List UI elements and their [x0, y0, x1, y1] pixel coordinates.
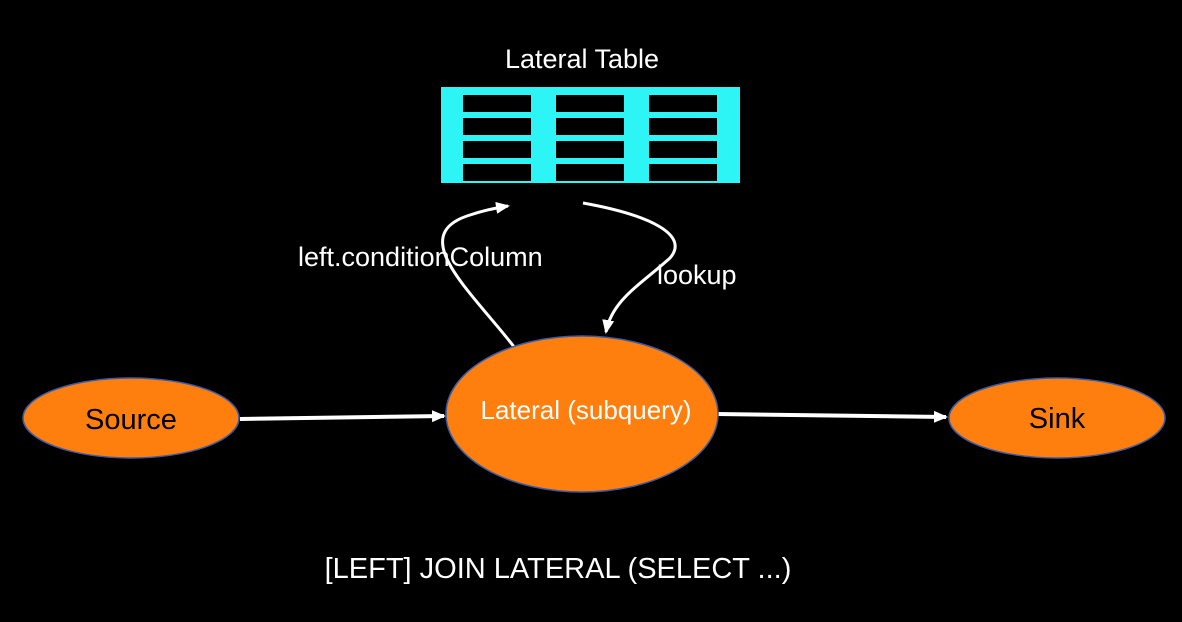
sink-label: Sink: [1029, 403, 1086, 435]
sink-node: Sink: [948, 377, 1166, 459]
table-cell: [556, 95, 624, 112]
lateral-table-cells: [463, 95, 717, 181]
table-cell: [556, 118, 624, 135]
source-label: Source: [85, 404, 177, 436]
table-cell: [463, 118, 531, 135]
table-cell: [649, 141, 717, 158]
table-cell: [463, 141, 531, 158]
lateral-label: Lateral (subquery): [481, 395, 692, 425]
source-ellipse: [22, 377, 240, 459]
lateral-to-sink-arrow: [716, 410, 948, 423]
table-cell: [556, 164, 624, 181]
lookup-label: lookup: [657, 260, 737, 290]
source-to-lateral-arrow: [239, 410, 446, 423]
table-cell: [463, 95, 531, 112]
table-cell: [556, 141, 624, 158]
table-cell: [649, 118, 717, 135]
lateral-ellipse: [445, 335, 719, 493]
lateral-node: Lateral (subquery): [445, 335, 719, 493]
sink-ellipse: [948, 377, 1166, 459]
lateral-table-title: Lateral Table: [505, 44, 659, 74]
table-cell: [649, 164, 717, 181]
lookup-arrow: [582, 201, 677, 334]
condition-column-label: left.conditionColumn: [298, 242, 543, 272]
lateral-table-icon: [441, 87, 740, 183]
table-cell: [649, 95, 717, 112]
table-cell: [463, 164, 531, 181]
source-node: Source: [22, 377, 240, 459]
diagram-caption: [LEFT] JOIN LATERAL (SELECT ...): [325, 553, 792, 585]
condition-column-arrow: [441, 201, 517, 349]
